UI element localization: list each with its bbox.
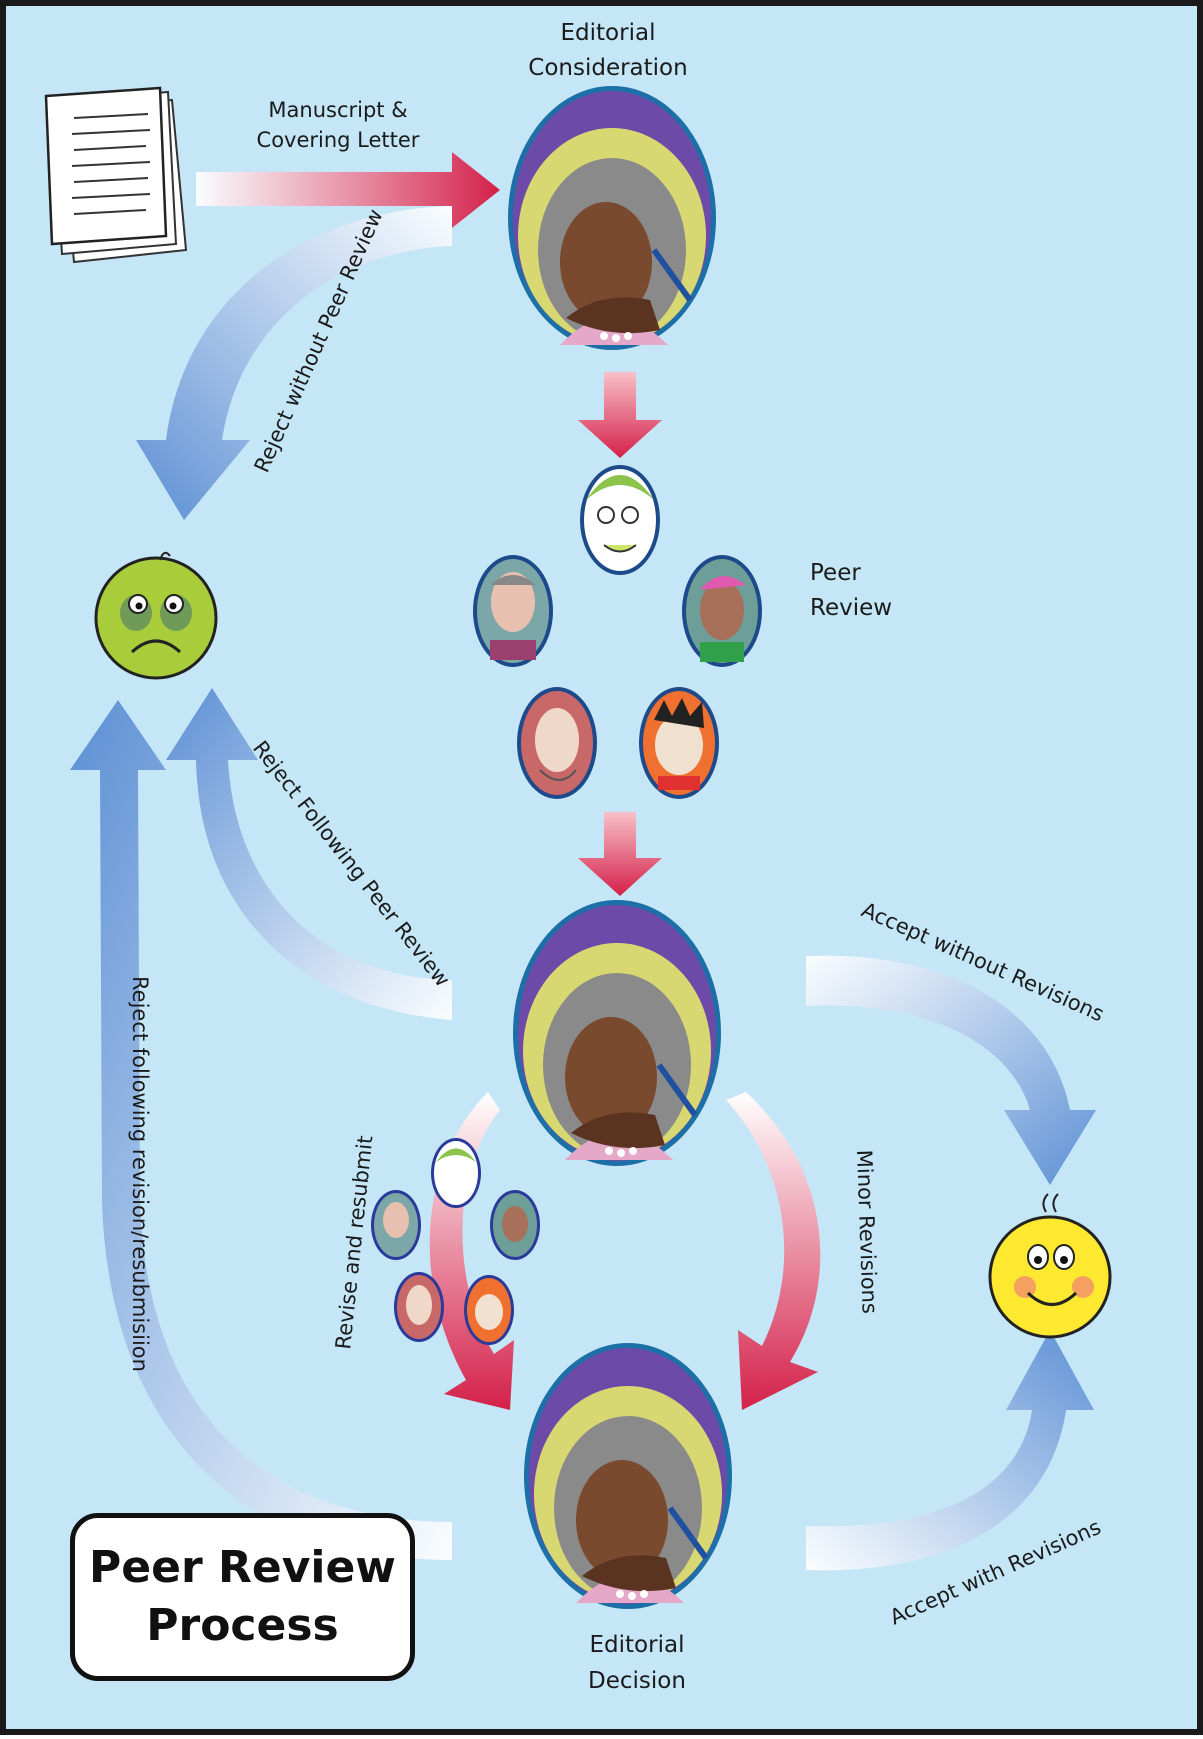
reviewer-portrait-icon [682,555,762,667]
reject-following-revision-label: Reject following revision/resubmisiion [128,976,152,1372]
reject-following-revision-arrow [70,700,452,1560]
editorial-consideration-label-1: Editorial [561,20,656,46]
reject-without-review-arrow [136,206,452,520]
editorial-decision-label-2: Decision [588,1668,686,1694]
reviewer-portrait-icon [580,465,660,575]
to-peer-review-arrow [578,372,662,458]
editor-portrait-icon [508,86,716,350]
reject-following-review-arrow [166,688,452,1020]
manuscript-label-2: Covering Letter [257,128,420,152]
editor-portrait-icon [524,1343,732,1609]
title-line-2: Process [146,1600,339,1651]
sad-face-icon [94,551,218,680]
title-box: Peer Review Process [70,1513,415,1681]
reviewer-portrait-icon [490,1190,540,1260]
reviewer-cluster-small [371,1138,540,1345]
peer-review-label-2: Review [810,595,892,621]
peer-review-label-1: Peer [810,560,861,586]
to-editorial-decision-arrow [578,812,662,896]
document-stack-icon [44,86,188,264]
accept-without-revisions-arrow [806,955,1096,1185]
editor-portrait-icon [513,900,721,1166]
editorial-consideration-label-2: Consideration [528,55,687,81]
title-line-1: Peer Review [89,1542,396,1593]
manuscript-arrow [196,152,500,228]
reviewer-portrait-icon [639,687,719,799]
editorial-decision-label-1: Editorial [590,1632,685,1658]
reviewer-portrait-icon [473,555,553,667]
reviewer-portrait-icon [394,1272,444,1342]
accept-with-revisions-arrow [806,1330,1094,1571]
reviewer-portrait-icon [464,1275,514,1345]
manuscript-label-1: Manuscript & [268,98,407,122]
minor-revisions-label: Minor Revisions [852,1149,882,1314]
reviewer-portrait-icon [371,1190,421,1260]
reviewer-portrait-icon [431,1138,481,1208]
reviewer-portrait-icon [517,687,597,799]
happy-face-icon [988,1193,1112,1339]
minor-revisions-arrow [726,1092,821,1410]
